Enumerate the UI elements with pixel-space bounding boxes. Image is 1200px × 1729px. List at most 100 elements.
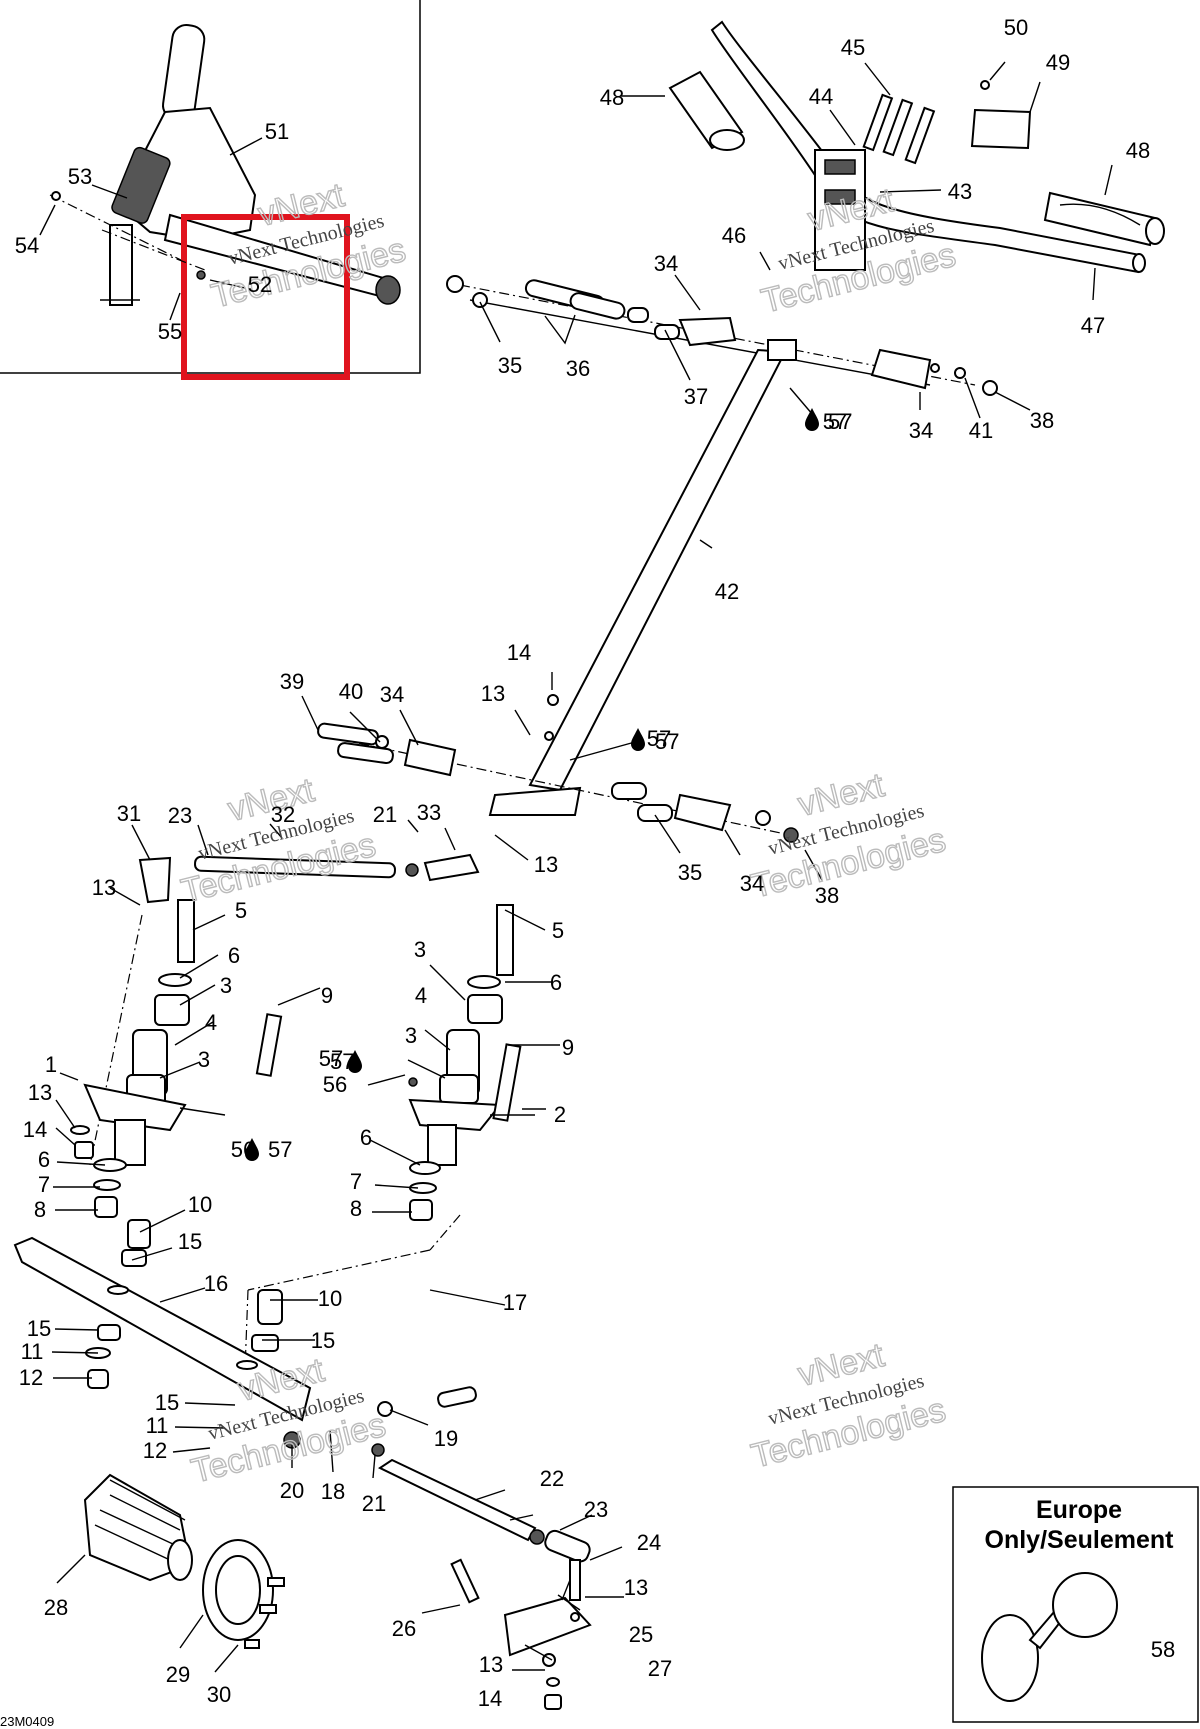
- callout-label: 34: [380, 682, 404, 707]
- callout-label: 41: [969, 418, 993, 443]
- callout-label: 47: [1081, 313, 1105, 338]
- callout-label: 49: [1046, 50, 1070, 75]
- callout-label: 36: [566, 356, 590, 381]
- callout-label: 51: [265, 119, 289, 144]
- callout-label: 8: [34, 1197, 46, 1222]
- callout-label: 56: [323, 1072, 347, 1097]
- callout-label: 13: [479, 1652, 503, 1677]
- callout-label: 7: [38, 1172, 50, 1197]
- callout-label: 54: [15, 233, 39, 258]
- callout-label: 35: [678, 860, 702, 885]
- callout-label: 10: [318, 1286, 342, 1311]
- handlebar-assembly: [668, 20, 1165, 274]
- callout-label: 18: [321, 1479, 345, 1504]
- callout-label: 27: [648, 1656, 672, 1681]
- steering-arm: [13, 1219, 312, 1422]
- callout-label: 56: [231, 1137, 255, 1162]
- upper-tie-rod: [89, 853, 480, 1166]
- callout-label: 46: [722, 223, 746, 248]
- callout-label: 15: [155, 1390, 179, 1415]
- diagram-code: 23M0409: [0, 1714, 54, 1729]
- callout-label: 55: [158, 319, 182, 344]
- callout-label: 21: [362, 1491, 386, 1516]
- callout-label: 40: [339, 679, 363, 704]
- callout-label: 31: [117, 801, 141, 826]
- callout-label: 3: [405, 1023, 417, 1048]
- callout-label: 32: [271, 802, 295, 827]
- callout-label: 43: [948, 179, 972, 204]
- callout-label: 37: [684, 384, 708, 409]
- callout-label: 21: [373, 802, 397, 827]
- callout-label: 6: [360, 1125, 372, 1150]
- callout-label: 1: [45, 1052, 57, 1077]
- callout-label-57: 57: [655, 729, 679, 754]
- europe-title-line2: Only/Seulement: [985, 1526, 1175, 1554]
- callout-label: 45: [841, 35, 865, 60]
- callout-label-57: 57: [268, 1137, 292, 1162]
- inset-panel: [0, 0, 421, 374]
- callout-label: 23: [584, 1497, 608, 1522]
- callout-label: 38: [1030, 408, 1054, 433]
- callout-label: 30: [207, 1682, 231, 1707]
- callout-label: 13: [534, 852, 558, 877]
- callout-label: 57: [823, 409, 847, 434]
- callout-label: 26: [392, 1616, 416, 1641]
- steering-column: [488, 339, 797, 816]
- leader-lines: [39, 61, 1149, 1673]
- callout-label: 52: [248, 272, 272, 297]
- callout-label: 11: [21, 1339, 44, 1364]
- left-spindle: [70, 899, 195, 1218]
- callout-label: 9: [321, 983, 333, 1008]
- callout-label: 42: [715, 579, 739, 604]
- right-spindle: [244, 904, 522, 1371]
- callout-label: 20: [280, 1478, 304, 1503]
- callout-label: 33: [417, 800, 441, 825]
- callout-label: 11: [146, 1413, 169, 1438]
- middle-linkage: [317, 722, 799, 843]
- highlight-box: [181, 214, 350, 380]
- callout-label: 3: [220, 973, 232, 998]
- callout-label: 29: [166, 1662, 190, 1687]
- callout-label: 28: [44, 1595, 68, 1620]
- callout-label: 48: [600, 85, 624, 110]
- callout-label: 15: [311, 1328, 335, 1353]
- label-58: 58: [1151, 1637, 1175, 1662]
- europe-title-line1: Europe: [1036, 1496, 1122, 1524]
- callout-label: 13: [624, 1575, 648, 1600]
- callout-label: 6: [38, 1147, 50, 1172]
- oil-drop-icons: [245, 408, 819, 1161]
- callout-label: 13: [92, 875, 116, 900]
- callout-label: 44: [809, 84, 833, 109]
- callout-label: 15: [27, 1316, 51, 1341]
- callout-label: 13: [481, 681, 505, 706]
- callout-label: 3: [198, 1047, 210, 1072]
- callout-label: 23: [168, 803, 192, 828]
- callout-label: 53: [68, 164, 92, 189]
- callout-label: 50: [1004, 15, 1028, 40]
- callout-label: 25: [629, 1622, 653, 1647]
- callout-label: 3: [414, 937, 426, 962]
- callout-label: 4: [415, 983, 427, 1008]
- callout-label: 48: [1126, 138, 1150, 163]
- callout-label: 5: [235, 898, 247, 923]
- callout-label: 8: [350, 1196, 362, 1221]
- lower-tie-rod: [283, 1386, 592, 1710]
- callout-label: 4: [205, 1010, 217, 1035]
- callout-label: 7: [350, 1169, 362, 1194]
- boot-assembly: [83, 1473, 285, 1649]
- callout-label-57: 57: [828, 409, 852, 434]
- callout-label-57: 57: [330, 1049, 354, 1074]
- callout-label: 14: [507, 640, 531, 665]
- callout-label: 6: [550, 970, 562, 995]
- callout-label: 39: [280, 669, 304, 694]
- callout-label: 34: [654, 251, 678, 276]
- callout-label: 14: [478, 1686, 502, 1711]
- callout-label: 34: [909, 418, 933, 443]
- callout-label: 22: [540, 1466, 564, 1491]
- callout-label: 57: [319, 1046, 343, 1071]
- callout-label: 34: [740, 871, 764, 896]
